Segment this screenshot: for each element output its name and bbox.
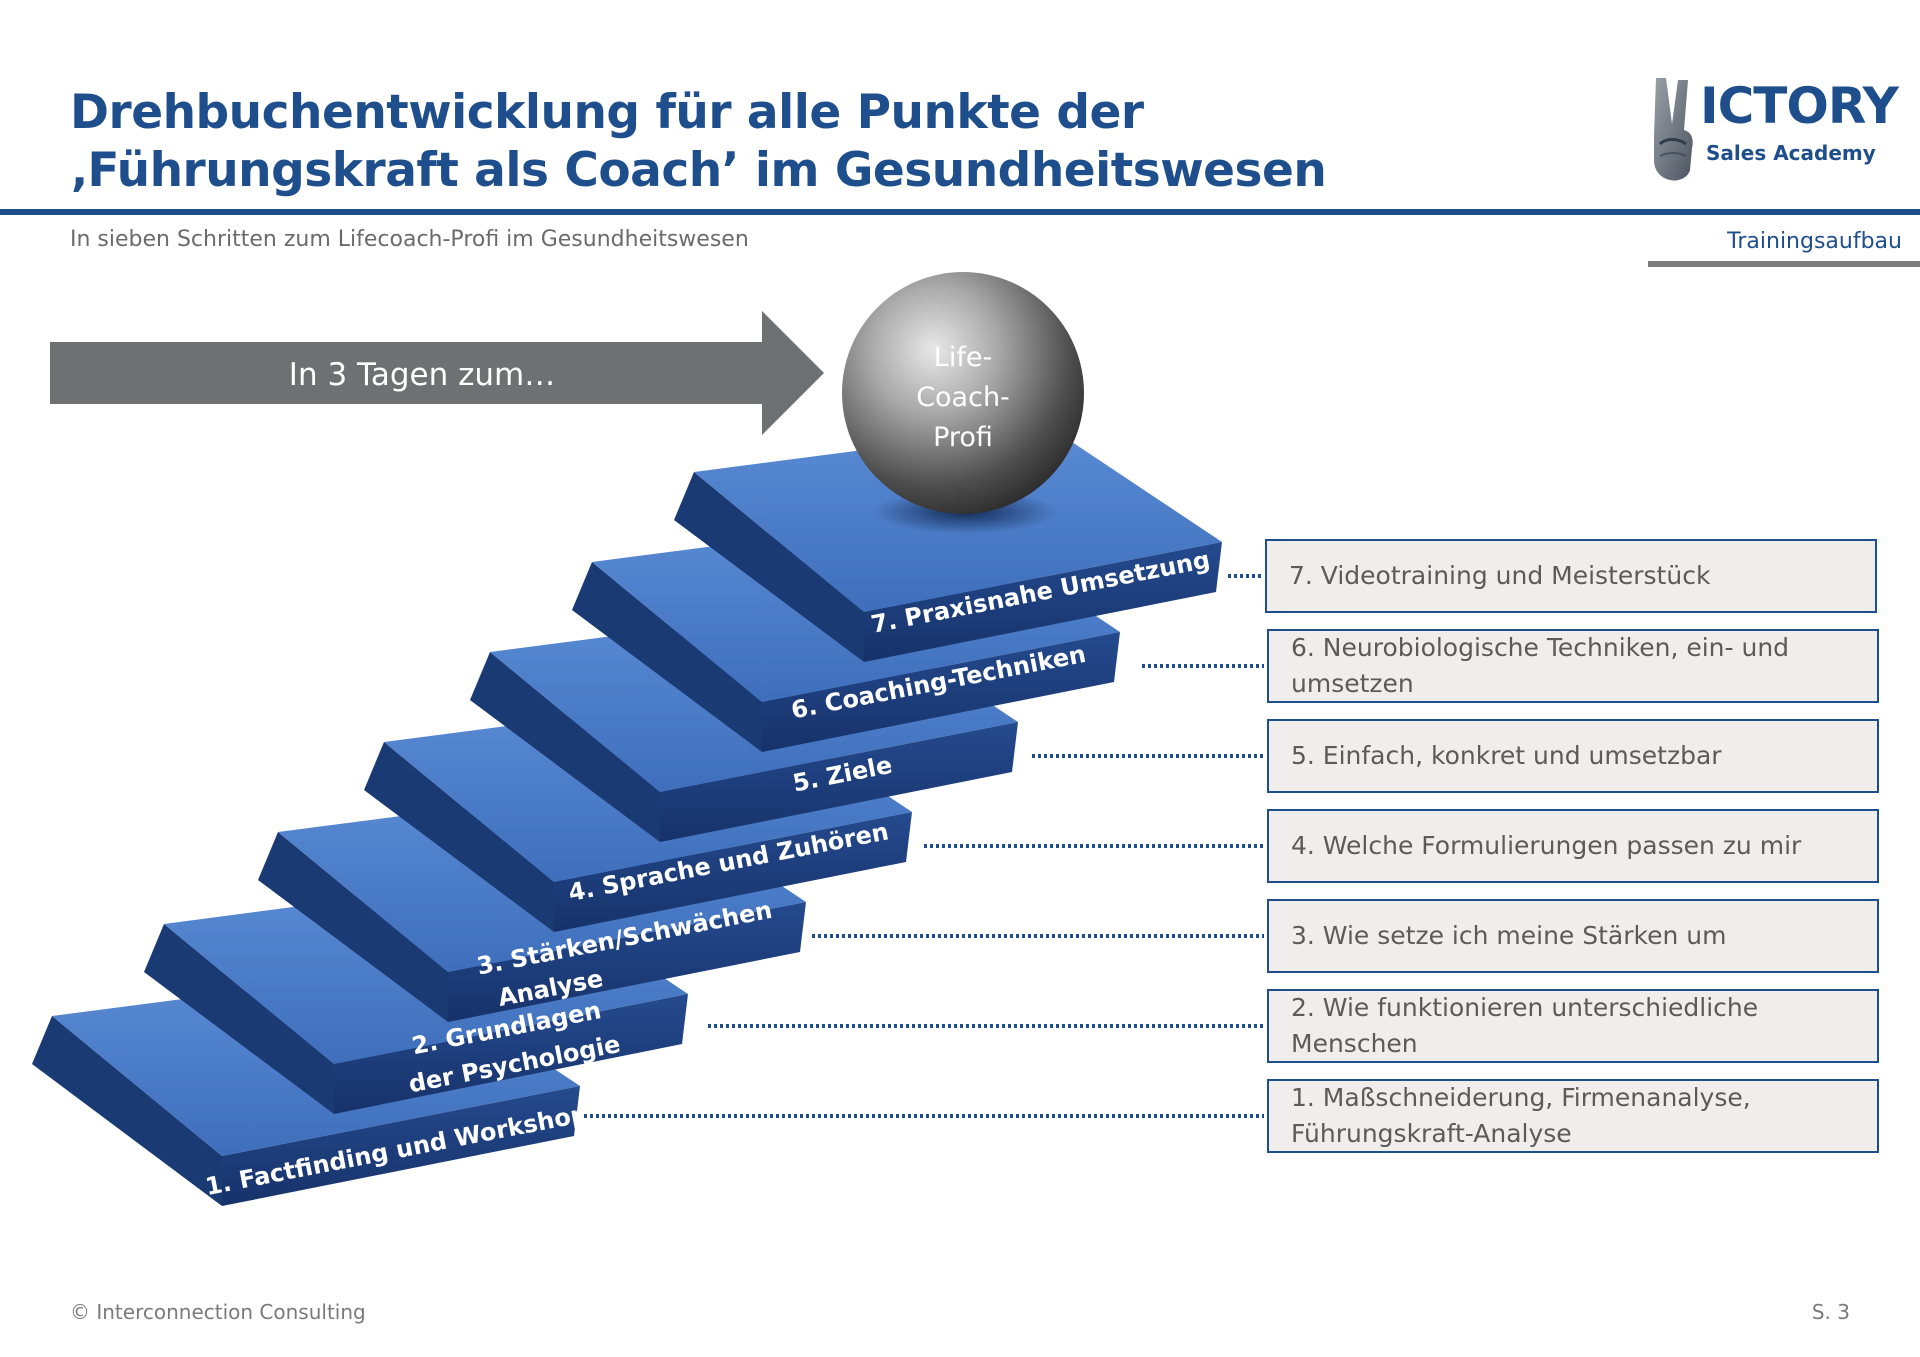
arrow-label: In 3 Tagen zum… <box>289 357 555 393</box>
title-line-2: ‚Führungskraft als Coach’ im Gesundheits… <box>70 143 1327 198</box>
step-7 <box>674 426 1222 662</box>
section-label: Trainingsaufbau <box>1727 229 1902 254</box>
step-5-front <box>660 722 1018 842</box>
step-4-front <box>554 812 912 932</box>
step-7-side <box>674 472 864 662</box>
detail-text-4: 4. Welche Formulierungen passen zu mir <box>1291 831 1802 860</box>
step-6-side <box>572 562 762 752</box>
detail-box-2: 2. Wie funktionieren unterschiedliche Me… <box>1267 989 1879 1063</box>
detail-text-2-line-1: 2. Wie funktionieren unterschiedliche <box>1291 993 1759 1022</box>
detail-text-6-line-1: 6. Neurobiologische Techniken, ein- und <box>1291 633 1790 662</box>
detail-box-7: 7. Videotraining und Meisterstück <box>1265 539 1877 613</box>
step-2-side <box>144 924 334 1114</box>
detail-box-5: 5. Einfach, konkret und umsetzbar <box>1267 719 1879 793</box>
sphere <box>842 272 1084 514</box>
sphere-label-1: Life- <box>934 342 992 373</box>
step-1-front <box>222 1086 580 1206</box>
detail-text-5: 5. Einfach, konkret und umsetzbar <box>1291 741 1722 770</box>
step-2-front <box>334 994 688 1114</box>
detail-text-6-line-2: umsetzen <box>1291 669 1414 698</box>
detail-box-4: 4. Welche Formulierungen passen zu mir <box>1267 809 1879 883</box>
page-title: Drehbuchentwicklung für alle Punkte der … <box>70 84 1570 200</box>
sphere-label-3: Profi <box>933 422 993 453</box>
header-rule <box>0 209 1920 215</box>
detail-box-1: 1. Maßschneiderung, Firmenanalyse, Führu… <box>1267 1079 1879 1153</box>
step-5-side <box>470 652 660 842</box>
step-4-side <box>364 742 554 932</box>
step-6-front <box>762 632 1120 752</box>
detail-text-3: 3. Wie setze ich meine Stärken um <box>1291 921 1727 950</box>
victory-logo: ICTORY Sales Academy <box>1648 74 1899 194</box>
logo-wordmark: ICTORY <box>1700 77 1899 135</box>
footer-copyright: © Interconnection Consulting <box>70 1300 366 1324</box>
arrow-shape <box>50 311 824 435</box>
step-3-front <box>448 902 806 1022</box>
page-number: S. 3 <box>1811 1300 1850 1324</box>
step-1-side <box>32 1016 222 1206</box>
detail-box-6: 6. Neurobiologische Techniken, ein- und … <box>1267 629 1879 703</box>
detail-text-2-line-2: Menschen <box>1291 1029 1418 1058</box>
section-rule <box>1648 261 1920 267</box>
detail-text-1-line-2: Führungskraft-Analyse <box>1291 1119 1572 1148</box>
step-7-front <box>864 542 1222 662</box>
step-3-side <box>258 832 448 1022</box>
logo-subline: Sales Academy <box>1706 141 1876 165</box>
detail-text-1-line-1: 1. Maßschneiderung, Firmenanalyse, <box>1291 1083 1751 1112</box>
detail-box-3: 3. Wie setze ich meine Stärken um <box>1267 899 1879 973</box>
victory-hand-icon <box>1654 78 1693 181</box>
detail-text-7: 7. Videotraining und Meisterstück <box>1289 561 1711 590</box>
page-subtitle: In sieben Schritten zum Lifecoach-Profi … <box>70 227 749 252</box>
title-line-1: Drehbuchentwicklung für alle Punkte der <box>70 85 1144 140</box>
sphere-label-2: Coach- <box>916 382 1010 413</box>
